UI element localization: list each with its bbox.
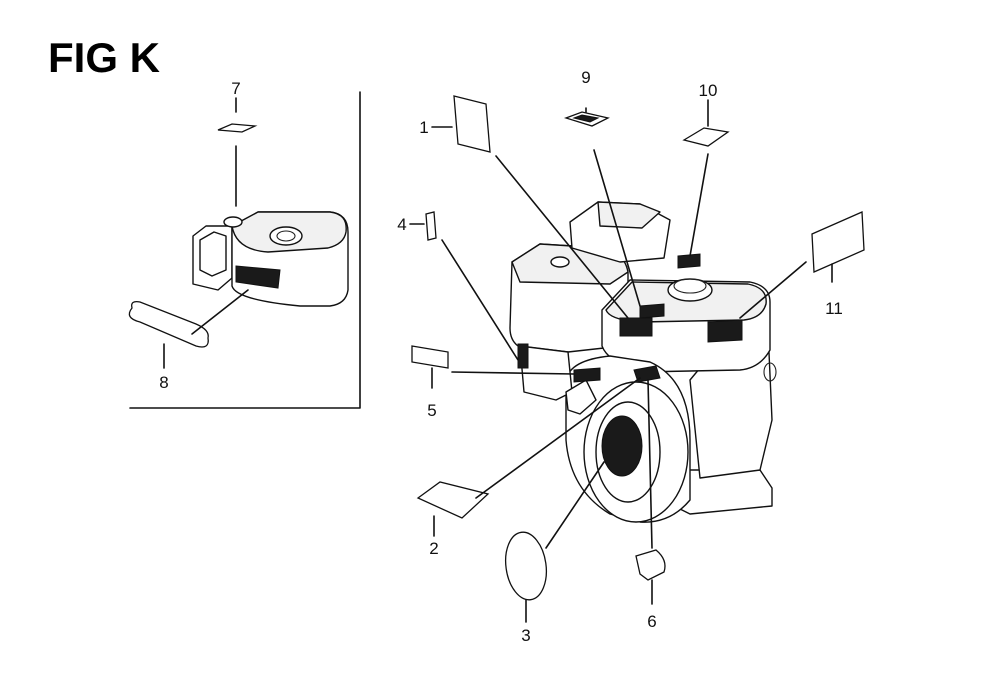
part-11-label — [811, 211, 865, 273]
callout-3: 3 — [521, 626, 530, 645]
callout-4: 4 — [397, 215, 406, 234]
callout-2: 2 — [429, 539, 438, 558]
callout-6: 6 — [647, 612, 656, 631]
callout-11: 11 — [825, 299, 843, 318]
callout-5: 5 — [427, 401, 436, 420]
inset-fuel-tank — [192, 211, 349, 307]
part-7-sticker — [217, 123, 258, 133]
part-2-label — [416, 481, 490, 519]
callout-8: 8 — [159, 373, 168, 392]
callout-9: 9 — [581, 68, 590, 87]
engine-assembly — [509, 201, 777, 523]
part-3-disc — [504, 531, 548, 601]
part-5-label — [411, 345, 449, 369]
callout-numbers: 1 2 3 4 5 6 7 8 9 10 11 — [159, 68, 843, 645]
callout-1: 1 — [419, 118, 428, 137]
part-6-tag — [635, 549, 666, 581]
inset-frame — [129, 91, 361, 409]
part-1-label — [453, 95, 491, 153]
part-10-sticker — [682, 127, 730, 147]
figure-title: FIG K — [48, 34, 160, 81]
callout-7: 7 — [231, 79, 240, 98]
callout-10: 10 — [699, 81, 718, 100]
part-4-tag — [425, 211, 437, 241]
part-8-label — [128, 300, 209, 348]
leader-lines — [163, 97, 833, 623]
